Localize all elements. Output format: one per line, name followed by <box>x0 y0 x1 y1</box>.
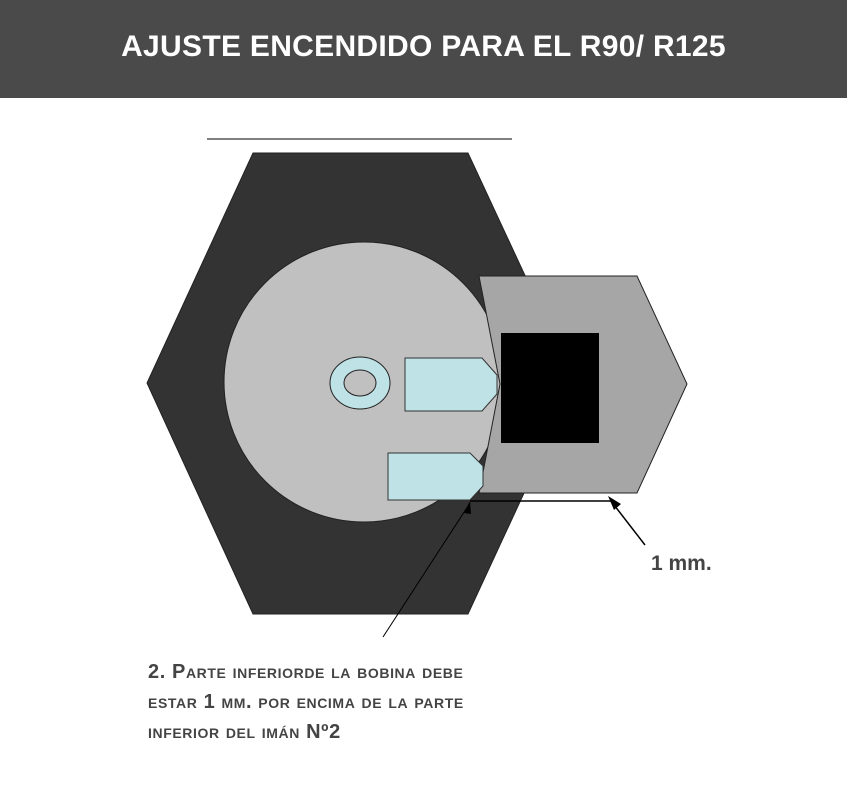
caption-leader-line <box>382 502 471 638</box>
diagram-caption: 2. Parte inferiorde la bobina debe estar… <box>148 657 788 747</box>
header-bar: AJUSTE ENCENDIDO PARA EL R90/ R125 <box>0 0 847 98</box>
gap-arrow-line <box>610 500 646 546</box>
caption-line-2: estar 1 mm. por encima de la parte <box>148 691 464 713</box>
center-hole <box>343 369 377 397</box>
caption-line-1: 2. Parte inferiorde la bobina debe <box>148 661 464 683</box>
lower-contact-tab <box>387 452 484 501</box>
caption-leader-arrowhead <box>464 501 471 514</box>
caption-line-3: inferior del imán Nº2 <box>148 721 341 743</box>
gap-arrowhead <box>608 496 621 510</box>
upper-contact-tab <box>404 357 498 412</box>
page-title: AJUSTE ENCENDIDO PARA EL R90/ R125 <box>121 30 726 63</box>
magnet-core <box>501 333 599 443</box>
gap-label: 1 mm. <box>651 552 712 575</box>
